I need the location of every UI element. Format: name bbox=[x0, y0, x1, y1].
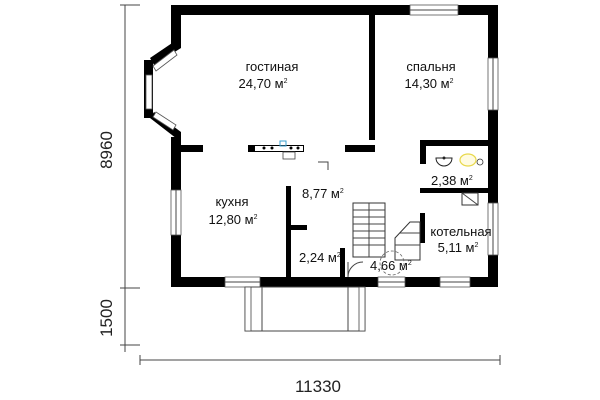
staircase bbox=[352, 202, 421, 276]
bedroom-area: 14,30 м2 bbox=[405, 76, 454, 91]
living-room-name: гостиная bbox=[246, 59, 299, 74]
dimension-height: 8960 bbox=[97, 131, 116, 169]
boiler-room-name: котельная bbox=[430, 224, 491, 239]
bedroom-name: спальня bbox=[406, 59, 455, 74]
vestibule-area: 2,24 м2 bbox=[299, 250, 341, 265]
hall-door-swing bbox=[318, 161, 329, 170]
dimension-porch: 1500 bbox=[97, 299, 116, 337]
entry-door-swing bbox=[347, 261, 364, 278]
bathroom-fixtures bbox=[435, 153, 484, 167]
hall-area: 8,77 м2 bbox=[302, 186, 344, 201]
bathroom-area: 2,38 м2 bbox=[431, 173, 473, 188]
boiler-unit bbox=[461, 192, 479, 206]
stairs-area: 4,66 м2 bbox=[370, 258, 412, 273]
kitchen-area: 12,80 м2 bbox=[209, 212, 258, 227]
boiler-room-area: 5,11 м2 bbox=[438, 240, 479, 255]
living-room-area: 24,70 м2 bbox=[239, 76, 288, 91]
kitchen-counter bbox=[255, 140, 303, 160]
windows bbox=[145, 4, 499, 288]
dimension-width: 11330 bbox=[295, 377, 341, 396]
dimension-lines bbox=[120, 4, 501, 365]
porch bbox=[244, 286, 366, 332]
kitchen-name: кухня bbox=[215, 194, 248, 209]
